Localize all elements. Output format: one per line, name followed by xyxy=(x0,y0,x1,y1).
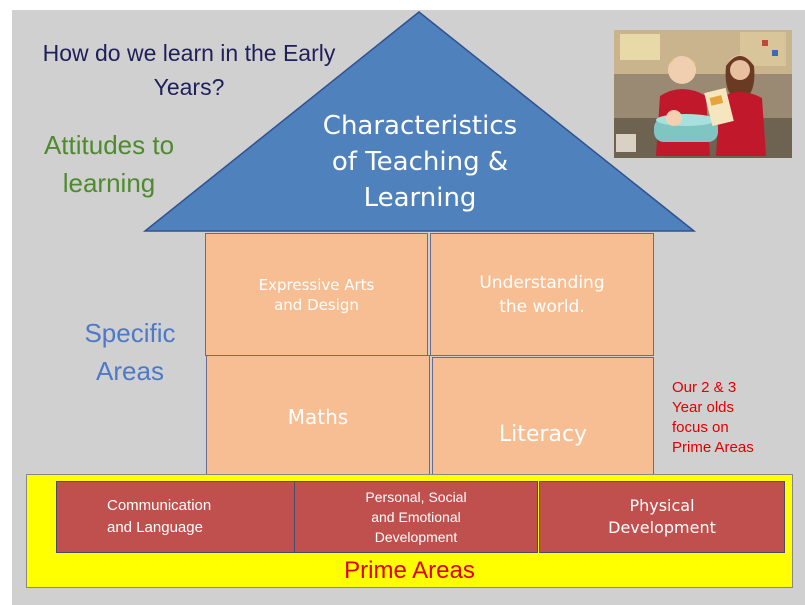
prime-physical: Physical Development xyxy=(539,481,785,553)
children-classroom-photo xyxy=(614,30,792,158)
area-literacy: Literacy xyxy=(432,357,654,478)
prime-personal-social: Personal, Social and Emotional Developme… xyxy=(294,481,538,553)
attitudes-label: Attitudes to learning xyxy=(43,130,175,198)
area-understanding-world: Understanding the world. xyxy=(430,233,654,356)
area-maths: Maths xyxy=(206,355,430,478)
specific-areas-label: Specific Areas xyxy=(84,318,176,386)
prime-areas-label: Prime Areas xyxy=(344,557,475,584)
area-expressive-arts: Expressive Arts and Design xyxy=(205,233,428,356)
page-title: How do we learn in the Early Years? xyxy=(42,40,336,100)
roof-title: Characteristics of Teaching & Learning xyxy=(322,111,518,213)
age-note: Our 2 & 3 Year olds focus on Prime Areas xyxy=(672,379,754,456)
prime-communication: Communication and Language xyxy=(56,481,297,553)
